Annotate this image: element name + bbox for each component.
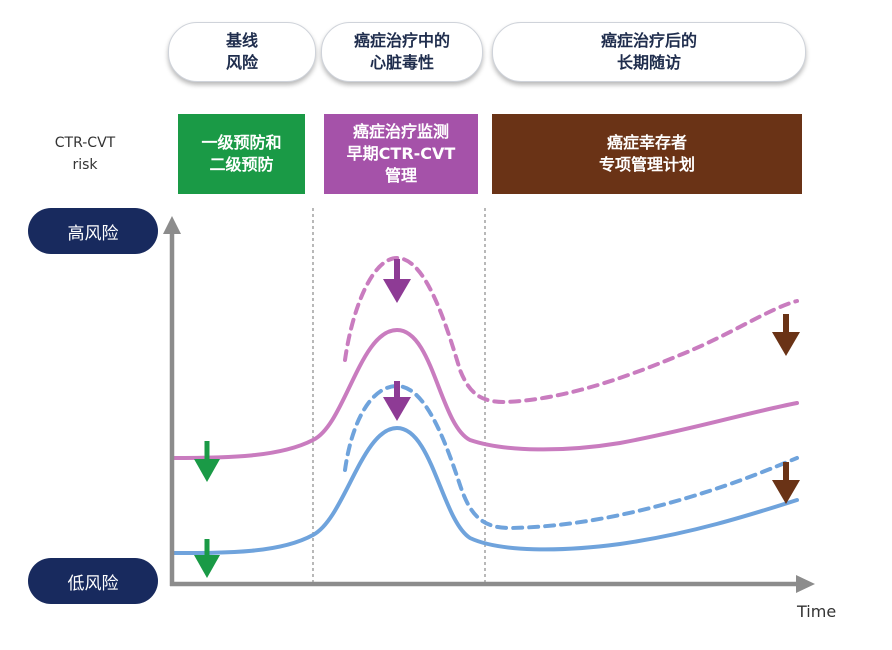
time-axis-arrowhead [796,575,815,593]
prevention-arrow-low [194,539,220,578]
prevention-arrow-high [194,441,220,482]
risk-axis-arrowhead [163,216,181,234]
monitoring-arrow-low [383,381,411,421]
survivorship-line-2: 专项管理计划 [598,155,695,174]
strategy-prevention-box: 一级预防和 二级预防 [178,114,305,194]
phase-after-treatment: 癌症治疗后的 长期随访 [492,22,806,82]
low-risk-curve [170,425,799,555]
time-axis-label: Time [797,602,837,621]
survivorship-arrow-high [772,314,800,356]
survivorship-arrow-low [772,462,800,504]
risk-label-line-2: risk [72,157,98,173]
phase-during-line-2: 心脏毒性 [369,53,434,72]
high-risk-reduced-curve [343,255,799,405]
high-risk-curve [170,327,799,460]
monitoring-line-2: 早期CTR-CVT [346,144,456,163]
high-risk-pill: 高风险 [28,208,158,254]
phase-during-line-1: 癌症治疗中的 [353,31,450,50]
low-risk-reduced-curve [343,383,799,531]
monitoring-arrow-high [383,259,411,303]
ctr-cvt-risk-label: CTR-CVT risk [40,132,130,176]
phase-after-line-1: 癌症治疗后的 [600,31,697,50]
low-risk-pill: 低风险 [28,558,158,604]
strategy-monitoring-box: 癌症治疗监测 早期CTR-CVT 管理 [324,114,478,194]
phase-baseline-line-2: 风险 [225,53,258,72]
phase-baseline-risk: 基线 风险 [168,22,316,82]
phase-baseline-line-1: 基线 [225,31,258,50]
strategy-survivorship-box: 癌症幸存者 专项管理计划 [492,114,802,194]
prevention-line-1: 一级预防和 [201,133,282,152]
monitoring-line-3: 管理 [384,166,417,185]
survivorship-line-1: 癌症幸存者 [606,133,687,152]
phase-during-treatment: 癌症治疗中的 心脏毒性 [321,22,483,82]
phase-after-line-2: 长期随访 [616,53,681,72]
monitoring-line-1: 癌症治疗监测 [352,122,449,141]
risk-label-line-1: CTR-CVT [54,135,116,151]
prevention-line-2: 二级预防 [209,155,274,174]
